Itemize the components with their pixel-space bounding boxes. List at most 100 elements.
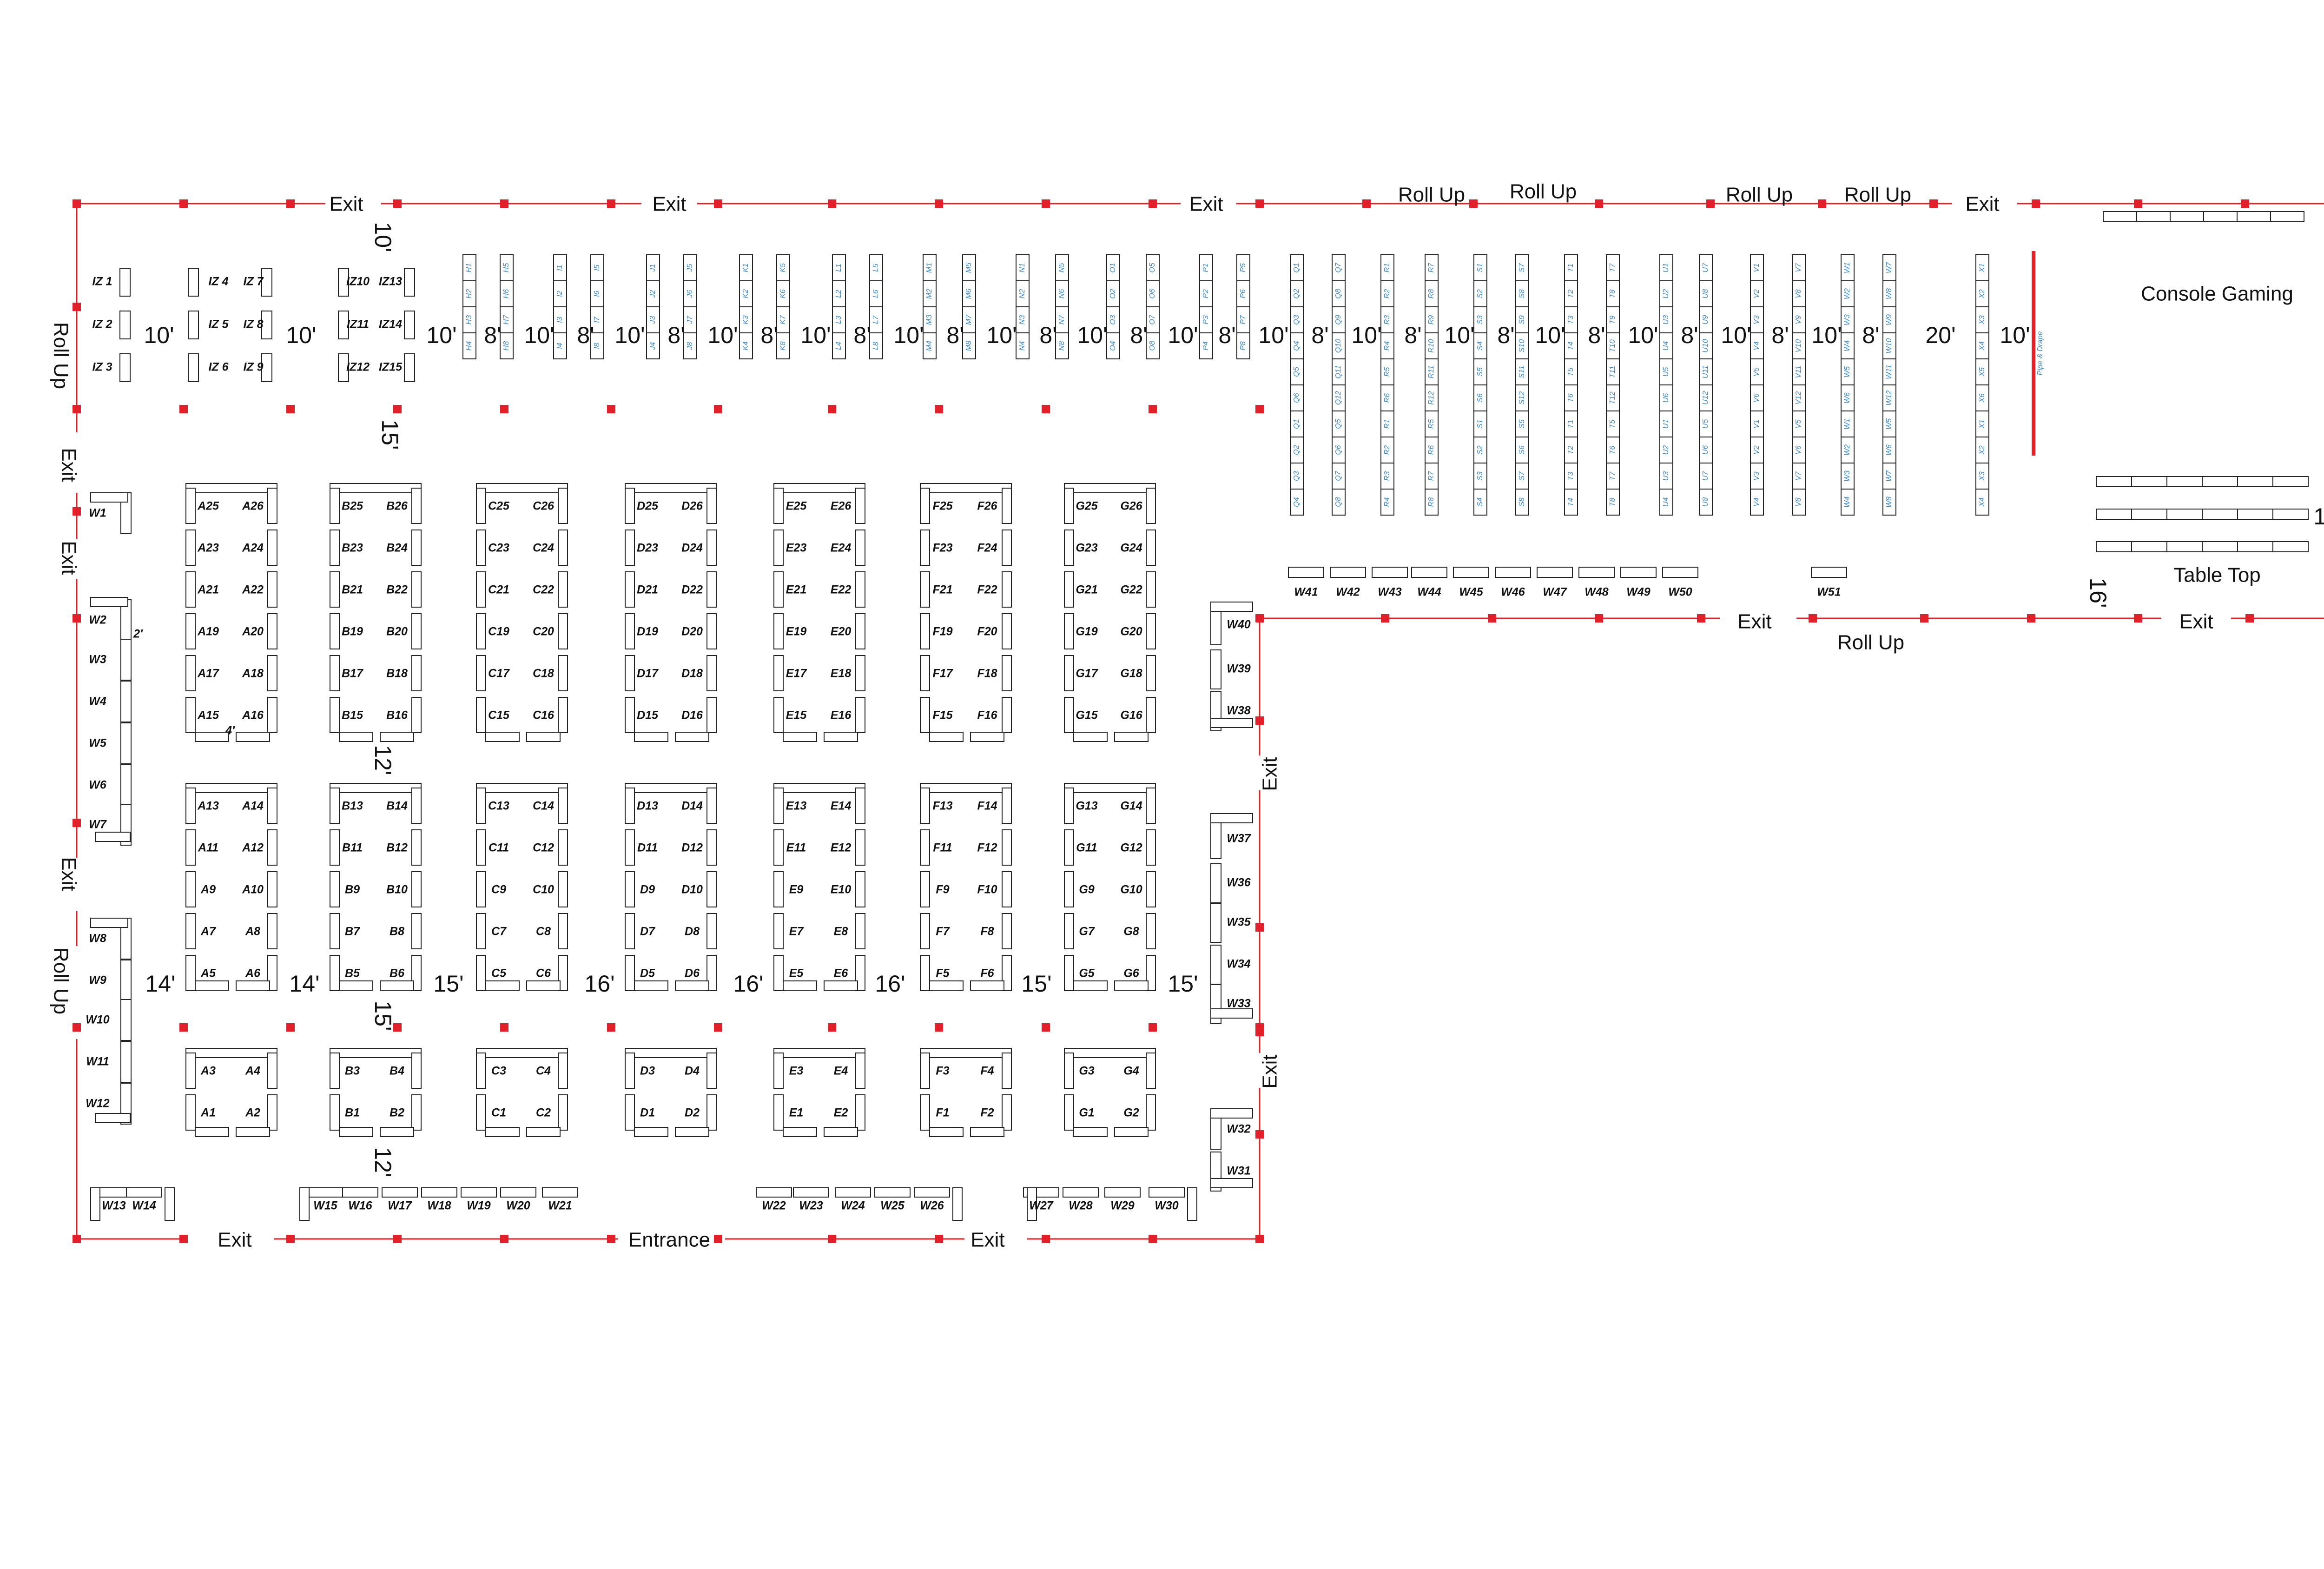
booth-label: W39 <box>1227 662 1251 675</box>
booth-label: T6 <box>1567 394 1575 403</box>
tables <box>90 211 2309 1221</box>
booth-label: S6 <box>1476 393 1484 403</box>
booth-table <box>1146 571 1156 608</box>
booth-label: W34 <box>1227 958 1251 971</box>
booth-label: F25 <box>932 500 953 513</box>
blue-booth-table <box>1332 410 1346 437</box>
booth-label: U1 <box>1662 263 1670 272</box>
wall-post <box>179 1235 188 1243</box>
booth-table <box>476 788 486 824</box>
blue-booth-table <box>1699 280 1713 307</box>
booth-label: O6 <box>1149 289 1156 298</box>
booth-label: A18 <box>242 667 264 680</box>
booth-label: W25 <box>880 1199 905 1212</box>
blue-booth-table <box>1750 358 1764 385</box>
booth-label: H1 <box>465 263 473 272</box>
booth-label: W6 <box>1843 392 1851 404</box>
booth-label: W3 <box>1843 314 1851 325</box>
booth-label: F5 <box>936 967 950 980</box>
booth-label: E10 <box>831 883 852 896</box>
booth-table <box>330 1094 340 1131</box>
booth-table <box>855 829 865 866</box>
booth-label: C22 <box>533 583 554 596</box>
blue-booth-table <box>1564 254 1578 281</box>
booth-label: F22 <box>977 583 997 596</box>
wall-post <box>1255 1130 1264 1139</box>
booth-label: U4 <box>1662 341 1670 351</box>
booth-label: Q1 <box>1293 263 1301 272</box>
wall-post <box>1149 405 1157 413</box>
booth-label: W8 <box>1885 288 1893 299</box>
blue-booth-table <box>1659 437 1673 463</box>
booth-table <box>558 913 568 949</box>
blue-booth-table <box>1380 489 1394 516</box>
booth-label: W3 <box>89 653 106 666</box>
blue-booth-table <box>1236 280 1250 307</box>
booth-label: S8 <box>1518 289 1526 298</box>
blue-booth-table <box>1425 384 1439 411</box>
booth-table <box>706 571 717 608</box>
booth-label: E23 <box>786 542 807 555</box>
booth-label: S3 <box>1476 315 1484 324</box>
booth-label: Q12 <box>1334 391 1342 405</box>
booth-table <box>773 530 784 566</box>
booth-label: N7 <box>1058 315 1066 325</box>
booth-label: F16 <box>977 709 997 722</box>
blue-booth-table <box>1606 384 1620 411</box>
console-table <box>2136 211 2171 222</box>
blue-booth-table <box>1882 384 1896 411</box>
booth-table <box>1064 955 1074 991</box>
booth-label: G8 <box>1123 925 1139 938</box>
dimension-label: 10' <box>2000 322 2030 348</box>
booth-label: C25 <box>488 500 510 513</box>
booth-table <box>706 788 717 824</box>
booth-label: C11 <box>489 841 509 854</box>
booth-table <box>855 697 865 733</box>
booth-label: V4 <box>1753 497 1761 507</box>
booth-label: W47 <box>1543 586 1567 599</box>
tabletop-table <box>2096 541 2132 552</box>
booth-table <box>267 697 277 733</box>
booth-label: W2 <box>89 614 106 627</box>
wall-post <box>935 1235 943 1243</box>
booth-table <box>855 613 865 649</box>
blue-booth-table <box>1882 254 1896 281</box>
booth-label: R5 <box>1383 367 1391 377</box>
booth-label: W37 <box>1227 832 1251 845</box>
booth-label: M3 <box>925 315 933 325</box>
booth-label: W13 <box>102 1199 126 1212</box>
booth-label: A26 <box>242 500 264 513</box>
booth-label: U6 <box>1702 445 1710 455</box>
booth-label: P3 <box>1202 315 1210 324</box>
booth-table <box>1064 913 1074 949</box>
wall-booth-cap <box>1210 1108 1253 1119</box>
booth-bar <box>236 980 270 991</box>
booth-label: F2 <box>980 1106 994 1119</box>
booth-label: C15 <box>488 709 510 722</box>
booth-table <box>558 697 568 733</box>
booth-table <box>855 1094 865 1131</box>
booth-table <box>706 829 717 866</box>
booth-table <box>1064 829 1074 866</box>
wall-post <box>1595 199 1603 208</box>
booth-bar <box>824 732 858 742</box>
booth-label: A16 <box>242 709 264 722</box>
booth-label: B20 <box>386 625 408 638</box>
booth-label: J1 <box>649 264 657 272</box>
booth-label: T1 <box>1567 264 1575 272</box>
booth-table <box>1064 1053 1074 1089</box>
booth-label: W16 <box>348 1199 373 1212</box>
blue-booth-table <box>1473 280 1487 307</box>
booth-label: E7 <box>789 925 804 938</box>
booth-label: T9 <box>1609 316 1617 324</box>
pipe-drape-label: Pipe & Drape <box>2036 331 2044 375</box>
booth-cap <box>920 783 1012 793</box>
booth-cap <box>920 1048 1012 1058</box>
booth-label: D12 <box>681 841 703 854</box>
booth-label: L8 <box>872 342 880 350</box>
wall-booth-cap <box>90 1187 100 1221</box>
booth-label: Q10 <box>1334 339 1342 353</box>
booth-label: M4 <box>925 341 933 351</box>
blue-booth-table <box>1975 280 1989 307</box>
booth-label: W4 <box>89 695 106 708</box>
